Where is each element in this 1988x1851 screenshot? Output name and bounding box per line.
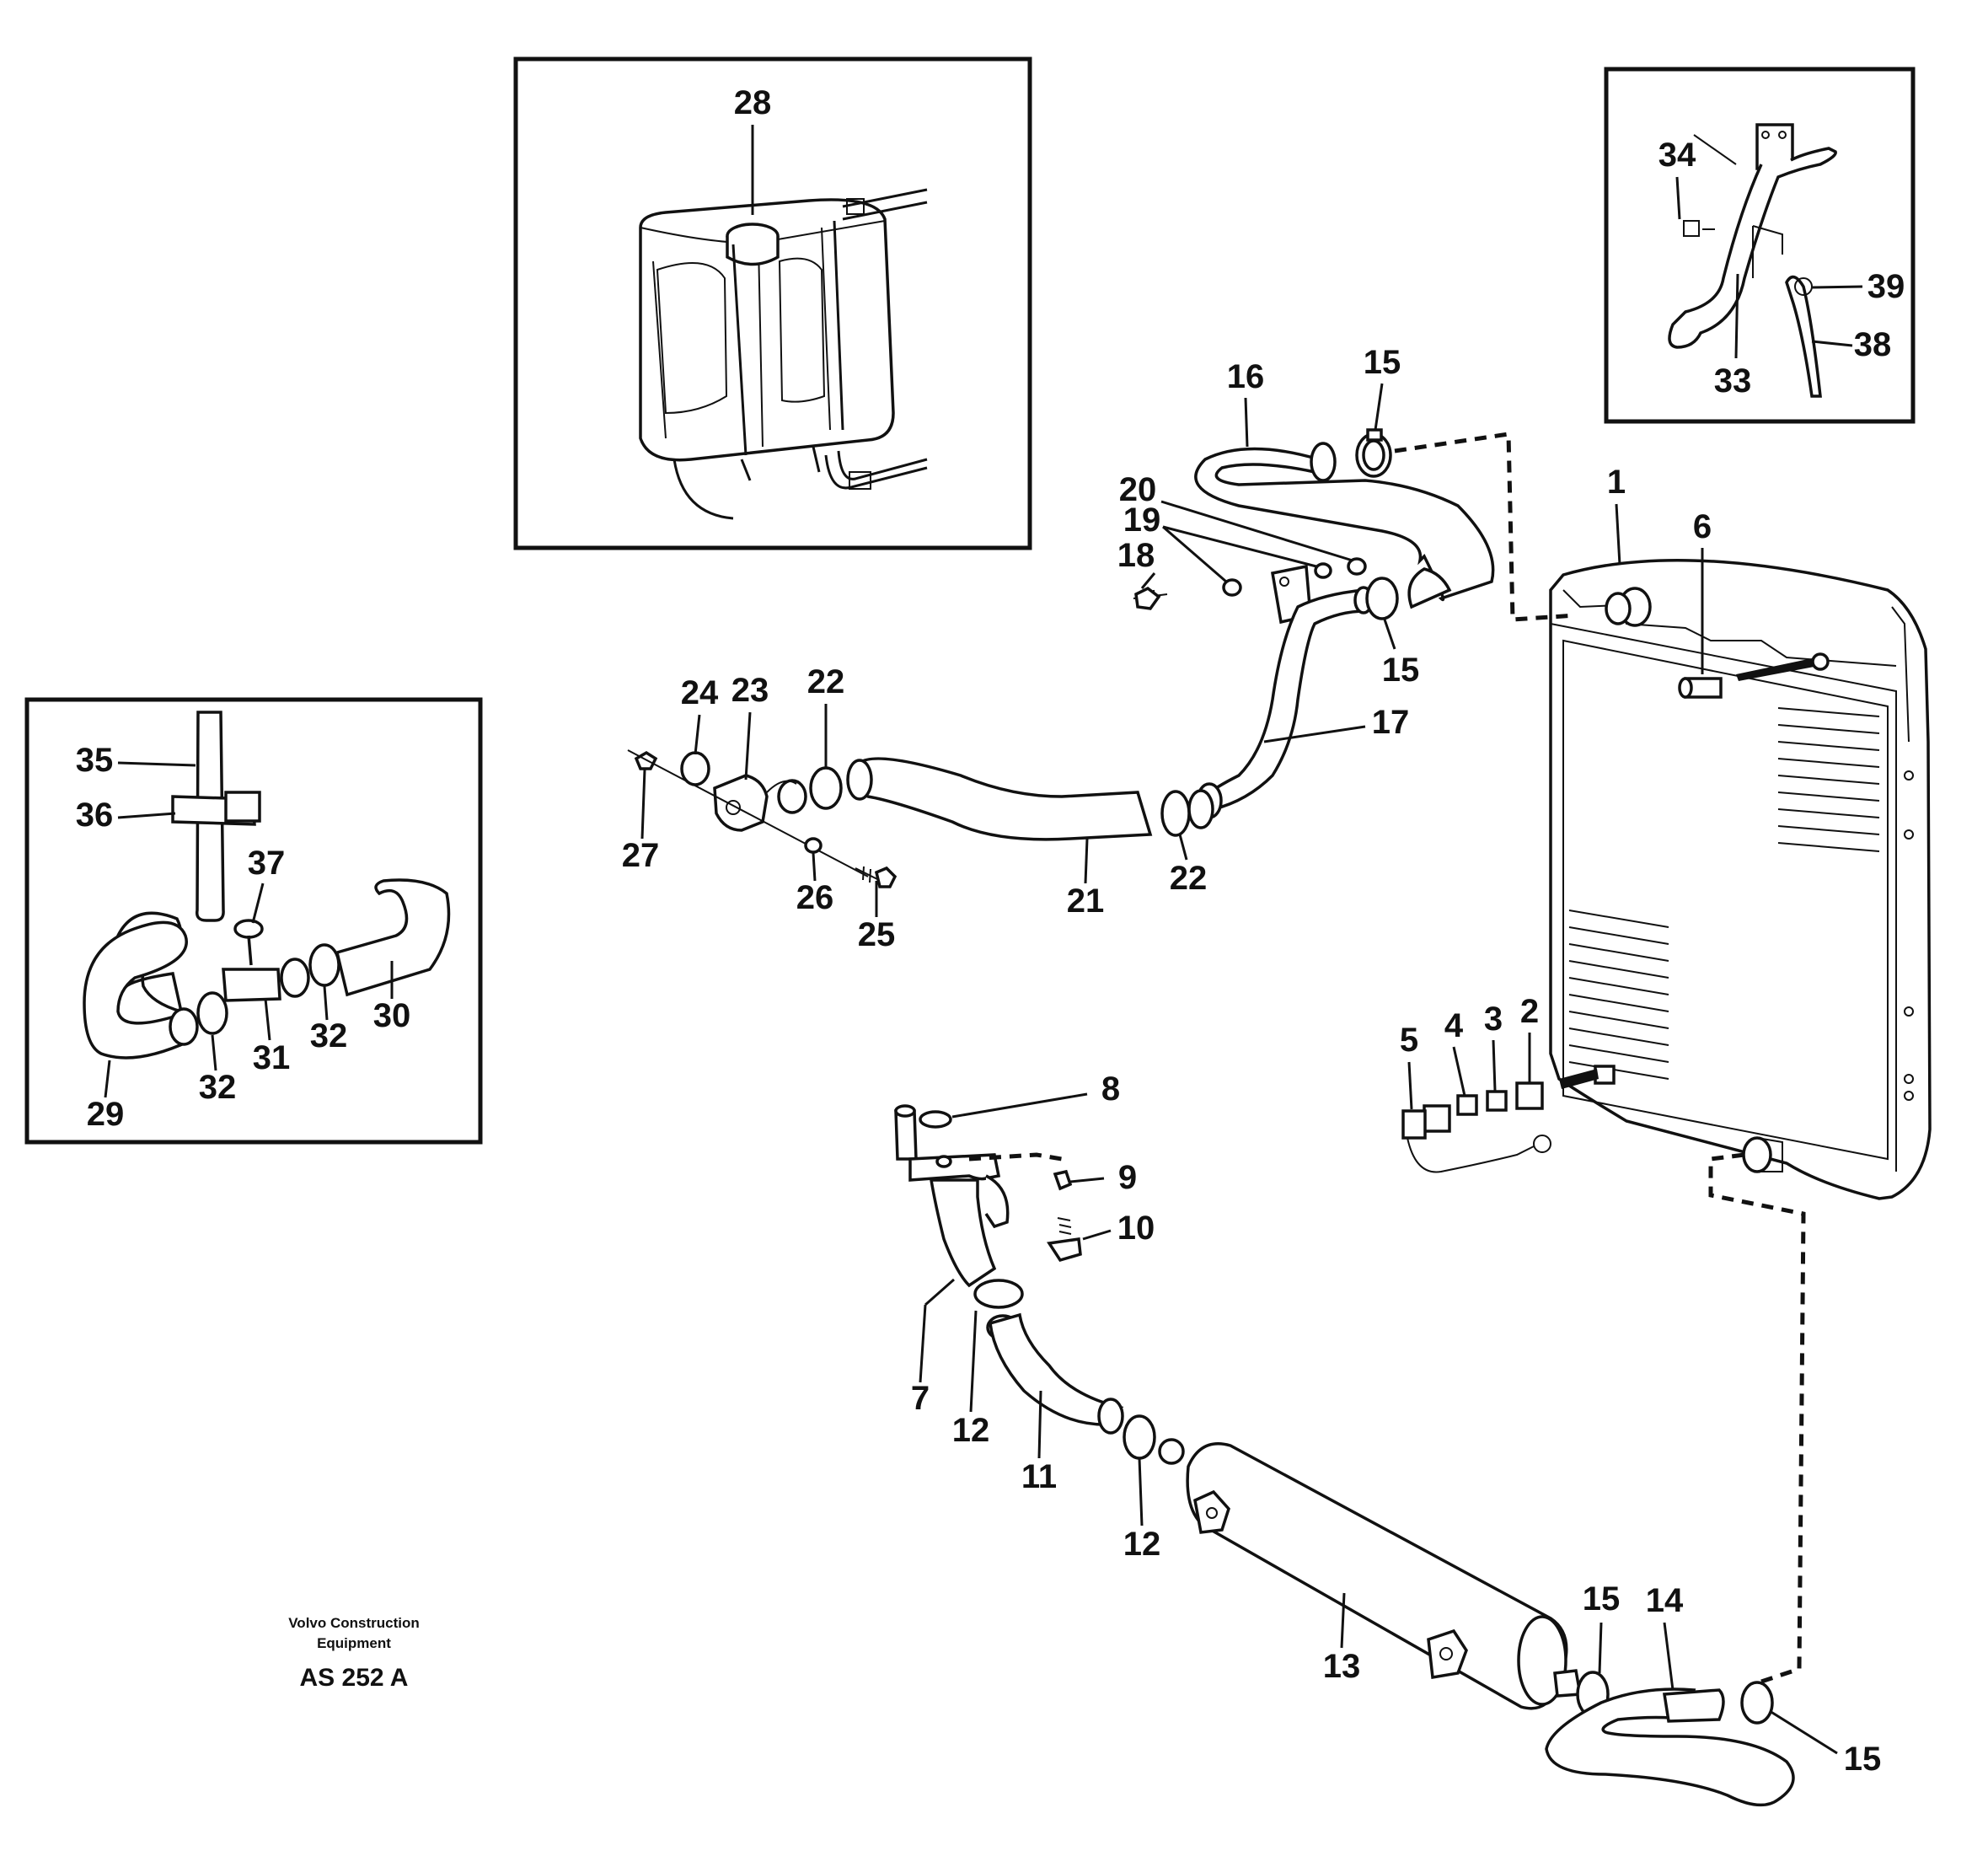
label-part-9: 9: [1118, 1159, 1137, 1196]
label-part-11: 11: [1021, 1458, 1057, 1495]
return-hose: 15 14 15: [1545, 1152, 1882, 1807]
label-part-8: 8: [1101, 1070, 1120, 1108]
label-part-4: 4: [1444, 1007, 1464, 1044]
caption-line-2: Equipment: [317, 1635, 391, 1651]
label-part-31: 31: [253, 1039, 291, 1076]
inset-expansion-tank: 28: [513, 56, 1032, 550]
label-part-2: 2: [1520, 993, 1539, 1030]
label-part-12-b: 12: [1123, 1526, 1161, 1563]
label-part-23: 23: [731, 672, 769, 709]
drawing-code: AS 252 A: [300, 1664, 409, 1692]
label-part-18: 18: [1117, 537, 1155, 574]
hose-11-assembly: 12 11 12: [952, 1279, 1161, 1563]
label-part-35: 35: [76, 742, 114, 779]
upper-hose: 16 15: [1194, 344, 1577, 622]
inset-pipe-bracket: 34 39 38 33: [1604, 67, 1916, 424]
label-part-33: 33: [1714, 362, 1752, 400]
radiator: 1 6: [1549, 464, 1932, 1200]
label-part-16: 16: [1227, 358, 1265, 395]
label-part-13: 13: [1323, 1648, 1361, 1685]
caption-line-1: Volvo Construction: [288, 1615, 420, 1631]
label-part-28: 28: [734, 84, 772, 121]
label-part-38: 38: [1854, 326, 1892, 363]
label-part-6: 6: [1693, 508, 1712, 545]
label-part-21: 21: [1067, 883, 1105, 920]
label-part-22-top: 22: [807, 663, 845, 700]
label-part-19: 19: [1123, 502, 1161, 539]
label-part-24: 24: [681, 674, 719, 711]
publisher-caption: Volvo Construction Equipment AS 252 A: [288, 1615, 420, 1692]
label-part-39: 39: [1867, 268, 1905, 305]
inset-heater-hoses: 35 36 37 30 32 31 32 29: [24, 697, 483, 1145]
label-part-3: 3: [1484, 1001, 1503, 1038]
label-part-25: 25: [858, 916, 896, 953]
label-part-29: 29: [87, 1096, 125, 1133]
label-part-37: 37: [248, 845, 286, 882]
label-part-30: 30: [373, 997, 411, 1034]
hose-21-assembly: 24 23 22 27 26 25 21 22: [622, 663, 1214, 953]
label-part-26: 26: [796, 879, 834, 916]
label-part-15-right: 15: [1844, 1741, 1882, 1778]
label-part-34: 34: [1658, 137, 1696, 174]
label-part-15-top: 15: [1364, 344, 1401, 381]
label-part-20: 20: [1119, 471, 1157, 508]
oil-cooler: 13: [1158, 1438, 1583, 1710]
label-part-17: 17: [1372, 704, 1410, 741]
label-part-12-a: 12: [952, 1412, 990, 1449]
label-part-5: 5: [1400, 1022, 1418, 1059]
label-part-32a: 32: [310, 1017, 348, 1054]
label-part-22-bottom: 22: [1170, 860, 1208, 897]
label-part-1: 1: [1607, 464, 1626, 501]
label-part-32b: 32: [199, 1069, 237, 1106]
label-part-7: 7: [911, 1380, 930, 1417]
label-part-10: 10: [1117, 1210, 1155, 1247]
label-part-15-mid: 15: [1382, 652, 1420, 689]
label-part-27: 27: [622, 837, 660, 874]
label-part-15-low: 15: [1583, 1580, 1621, 1618]
label-part-36: 36: [76, 797, 114, 834]
drain-cock-assembly: 2 3 4 5: [1400, 993, 1599, 1173]
pipe-7-assembly: 8 9 10 7: [894, 1070, 1155, 1417]
label-part-14: 14: [1646, 1582, 1684, 1619]
